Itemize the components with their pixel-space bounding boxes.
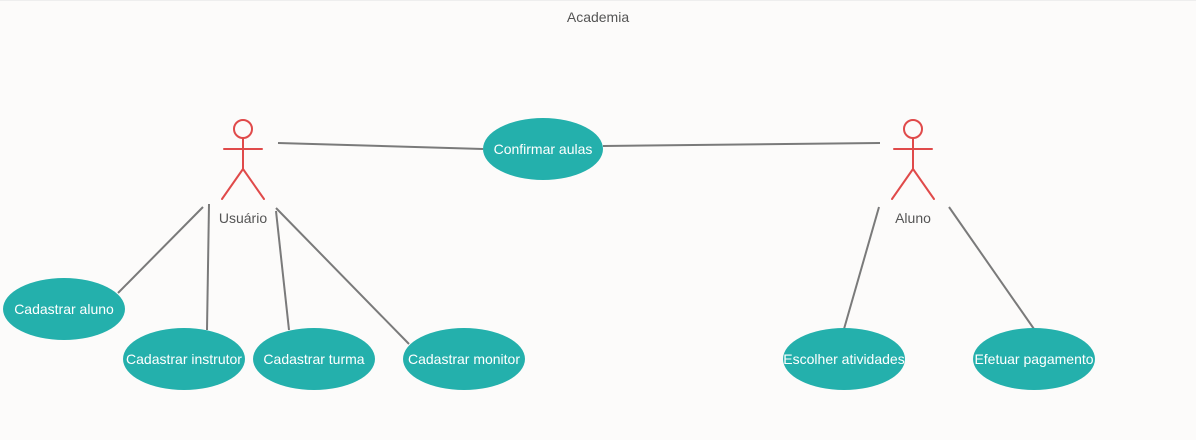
use-case-efetuar-pagamento[interactable]: Efetuar pagamento bbox=[973, 328, 1095, 390]
use-case-ellipse bbox=[123, 328, 245, 390]
association-line-usuario-confirmar-aulas bbox=[277, 142, 484, 150]
use-case-ellipse bbox=[403, 328, 525, 390]
use-case-label: Efetuar pagamento bbox=[974, 351, 1093, 367]
association-line-usuario-cadastrar-aluno bbox=[117, 206, 204, 294]
use-case-label: Cadastrar instrutor bbox=[126, 351, 242, 367]
actor-label: Usuário bbox=[219, 210, 267, 226]
use-case-confirmar-aulas[interactable]: Confirmar aulas bbox=[483, 118, 603, 180]
use-case-cadastrar-turma[interactable]: Cadastrar turma bbox=[253, 328, 375, 390]
use-case-cadastrar-aluno[interactable]: Cadastrar aluno bbox=[3, 278, 125, 340]
association-line-aluno-confirmar-aulas bbox=[602, 142, 881, 147]
use-case-escolher-atividades[interactable]: Escolher atividades bbox=[783, 328, 905, 390]
association-line-usuario-cadastrar-monitor bbox=[275, 207, 410, 345]
use-case-cadastrar-instrutor[interactable]: Cadastrar instrutor bbox=[123, 328, 245, 390]
association-line-usuario-cadastrar-instrutor bbox=[206, 203, 210, 331]
association-line-usuario-cadastrar-turma bbox=[275, 210, 290, 331]
use-case-ellipse bbox=[483, 118, 603, 180]
use-case-label: Escolher atividades bbox=[783, 351, 904, 367]
use-case-cadastrar-monitor[interactable]: Cadastrar monitor bbox=[403, 328, 525, 390]
actor-usuario[interactable]: Usuário bbox=[219, 119, 267, 226]
use-case-label: Cadastrar aluno bbox=[14, 301, 114, 317]
use-case-label: Confirmar aulas bbox=[494, 141, 593, 157]
use-case-ellipse bbox=[783, 328, 905, 390]
use-case-ellipse bbox=[973, 328, 1095, 390]
actors: Usuário Aluno bbox=[219, 119, 935, 226]
stick-figure-icon bbox=[221, 119, 265, 200]
use-case-ellipse bbox=[253, 328, 375, 390]
stick-figure-icon bbox=[891, 119, 935, 200]
associations bbox=[117, 142, 1035, 345]
association-line-aluno-efetuar-pagamento bbox=[948, 206, 1035, 330]
association-line-aluno-escolher-atividades bbox=[843, 206, 880, 330]
diagram-title: Academia bbox=[566, 9, 630, 25]
use-case-label: Cadastrar turma bbox=[263, 351, 364, 367]
use-case-label: Cadastrar monitor bbox=[408, 351, 520, 367]
use-case-ellipse bbox=[3, 278, 125, 340]
actor-label: Aluno bbox=[895, 210, 931, 226]
actor-aluno[interactable]: Aluno bbox=[891, 119, 935, 226]
